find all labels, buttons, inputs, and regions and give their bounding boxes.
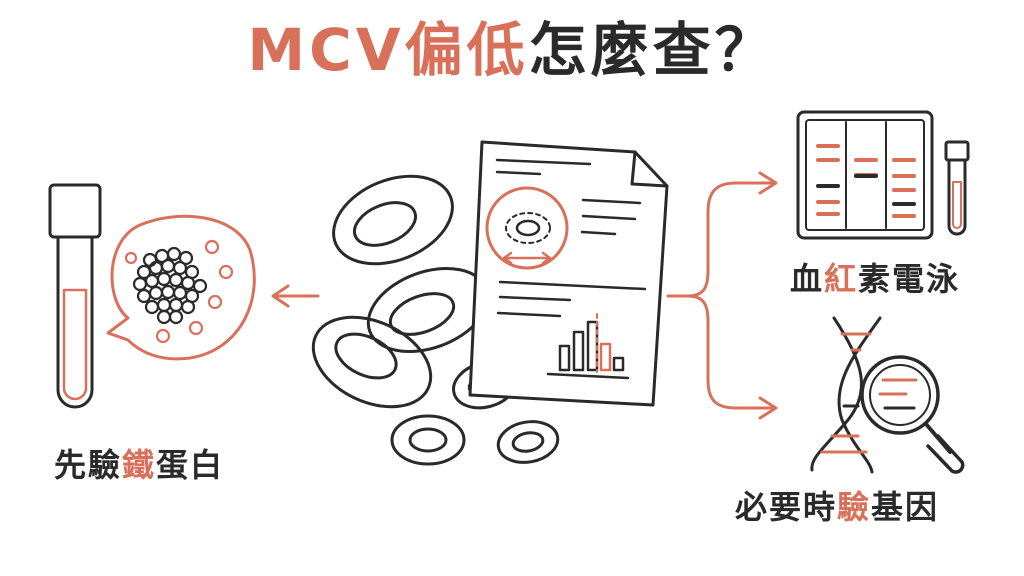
label-gene-pre: 必要時 [735, 488, 838, 526]
label-hb-pre: 血 [790, 260, 825, 298]
label-ferritin-post: 蛋白 [156, 446, 225, 484]
label-hb-hl: 紅 [824, 260, 859, 298]
arrow-branch-icon [666, 171, 778, 420]
label-ferritin-pre: 先驗 [54, 446, 123, 484]
label-genetic-test: 必要時驗基因 [735, 482, 939, 528]
ferritin-bubble-icon [106, 214, 256, 361]
label-hb-post: 素電泳 [858, 260, 961, 298]
test-tube-icon [48, 183, 102, 409]
title-rest: 怎麼查？ [528, 16, 777, 84]
arrow-left-icon [271, 284, 320, 308]
dna-helix-icon [810, 316, 882, 474]
title-accent: MCV偏低 [247, 16, 529, 84]
magnifier-icon [860, 355, 965, 474]
page-title: MCV偏低怎麼查？ [0, 14, 1024, 86]
label-ferritin: 先驗鐵蛋白 [54, 440, 224, 486]
lab-report-icon [468, 140, 669, 407]
label-hb-electrophoresis: 血紅素電泳 [790, 254, 960, 300]
label-ferritin-hl: 鐵 [122, 446, 157, 484]
label-gene-post: 基因 [871, 488, 940, 526]
electrophoresis-gel-icon [796, 110, 970, 240]
label-gene-hl: 驗 [837, 488, 872, 526]
